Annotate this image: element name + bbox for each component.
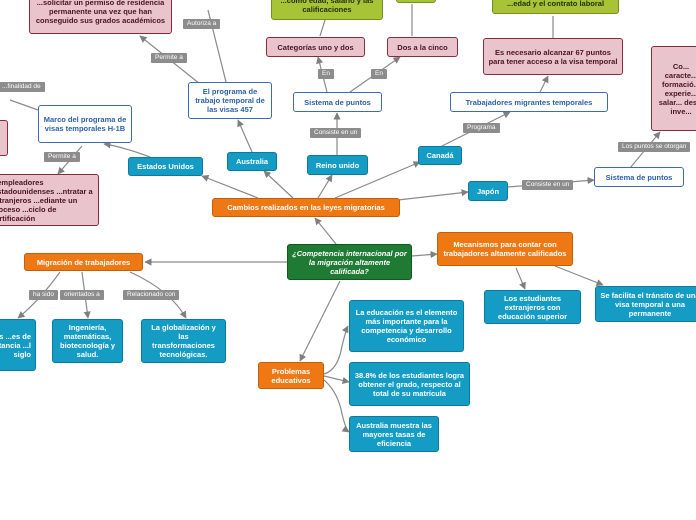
link-prob-educacion bbox=[323, 325, 349, 375]
label-permite-a-us: Permite a bbox=[44, 152, 80, 163]
label-en-2: En bbox=[371, 69, 387, 80]
label-ha-sido: ha sido bbox=[29, 290, 58, 301]
sistema-puntos-ru-node[interactable]: Sistema de puntos bbox=[293, 92, 382, 112]
transito-node[interactable]: Se facilita el tránsito de una visa temp… bbox=[595, 286, 696, 322]
japon-node[interactable]: Japón bbox=[468, 181, 508, 201]
link-categorias-edad bbox=[319, 19, 326, 37]
australia-node[interactable]: Australia bbox=[227, 152, 277, 171]
central-topic[interactable]: ¿Competencia internacional por la migrac… bbox=[287, 244, 412, 280]
link-trab-67 bbox=[539, 75, 549, 93]
link-cambios-reino bbox=[317, 174, 333, 199]
label-programa: Programa bbox=[463, 123, 500, 134]
sistema-puntos-jp-node[interactable]: Sistema de puntos bbox=[594, 167, 684, 187]
link-australia-457 bbox=[237, 119, 253, 153]
label-finalidad: ...finalidad de bbox=[0, 82, 45, 93]
link-eeuu-marco bbox=[103, 141, 151, 158]
label-consiste-en-jp: Consiste en un bbox=[522, 180, 574, 191]
link-central-mecanismos bbox=[411, 250, 438, 259]
cambios-node[interactable]: Cambios realizados en las leyes migrator… bbox=[212, 198, 400, 217]
link-cambios-eeuu bbox=[201, 175, 259, 199]
programa-457-node[interactable]: El programa de trabajo temporal de las v… bbox=[188, 82, 272, 119]
dos-cinco-node[interactable]: Dos a la cinco bbox=[387, 37, 458, 57]
label-permite-a-au: Permite a bbox=[151, 53, 187, 64]
problemas-node[interactable]: Problemas educativos bbox=[258, 362, 324, 389]
edad-salario-node[interactable]: ...como edad, salario y las calificacion… bbox=[271, 0, 383, 20]
japan-pink-node[interactable]: Co... caracte... formació... experie... … bbox=[651, 46, 696, 131]
permiso-top-node[interactable]: ...solicitar un permiso de residencia pe… bbox=[29, 0, 172, 34]
mecanismos-node[interactable]: Mecanismos para contar con trabajadores … bbox=[437, 232, 573, 266]
label-los-puntos: Los puntos se otorgan bbox=[618, 142, 691, 153]
trabajadores-temp-node[interactable]: Trabajadores migrantes temporales bbox=[450, 92, 608, 112]
link-cambios-canada bbox=[334, 161, 421, 199]
doscinco-up-node[interactable] bbox=[396, 0, 436, 3]
marco-h1b-node[interactable]: Marco del programa de visas temporales H… bbox=[38, 105, 132, 143]
link-mec-transito bbox=[554, 265, 604, 286]
label-relacionado-con: Relacionado con bbox=[123, 290, 180, 301]
canada-node[interactable]: Canadá bbox=[418, 146, 462, 165]
globalizacion-node[interactable]: La globalización y las transformaciones … bbox=[141, 319, 226, 363]
categorias-node[interactable]: Categorías uno y dos bbox=[266, 37, 365, 57]
link-marco-left bbox=[9, 99, 39, 111]
link-mec-estudiantes bbox=[515, 267, 526, 290]
estados-unidos-node[interactable]: Estados Unidos bbox=[128, 157, 203, 176]
flujos-node[interactable]: ...lujos ...es de ...tancia ...l siglo bbox=[0, 319, 36, 371]
migracion-node[interactable]: Migración de trabajadores bbox=[24, 253, 143, 271]
link-cambios-australia bbox=[263, 170, 294, 199]
reino-unido-node[interactable]: Reino unido bbox=[307, 155, 368, 175]
australia-tasas-node[interactable]: Australia muestra las mayores tasas de e… bbox=[349, 416, 439, 452]
necesario-67-node[interactable]: Es necesario alcanzar 67 puntos para ten… bbox=[483, 38, 623, 75]
link-cambios-japon bbox=[397, 189, 469, 201]
educacion-elemento-node[interactable]: La educación es el elemento más importan… bbox=[349, 300, 464, 352]
link-prob-38 bbox=[323, 375, 350, 384]
estudiantes-38-node[interactable]: 38.8% de los estudiantes logra obtener e… bbox=[349, 362, 470, 406]
label-consiste-en-ru: Consiste en un bbox=[310, 128, 362, 139]
estudiantes-node[interactable]: Los estudiantes extranjeros con educació… bbox=[484, 290, 581, 324]
label-orientados-a: orientados a bbox=[60, 290, 104, 301]
label-en-1: En bbox=[318, 69, 334, 80]
edad-contrato-node[interactable]: ...edad y el contrato laboral bbox=[492, 0, 619, 14]
link-central-cambios bbox=[314, 217, 337, 245]
label-autoriza-a: Autoriza a bbox=[183, 19, 221, 30]
link-central-problemas bbox=[299, 280, 341, 362]
ingenieria-node[interactable]: Ingeniería, matemáticas, biotecnología y… bbox=[52, 319, 123, 363]
link-prob-australia bbox=[323, 379, 350, 433]
pink-left-edge-node[interactable] bbox=[0, 120, 8, 156]
